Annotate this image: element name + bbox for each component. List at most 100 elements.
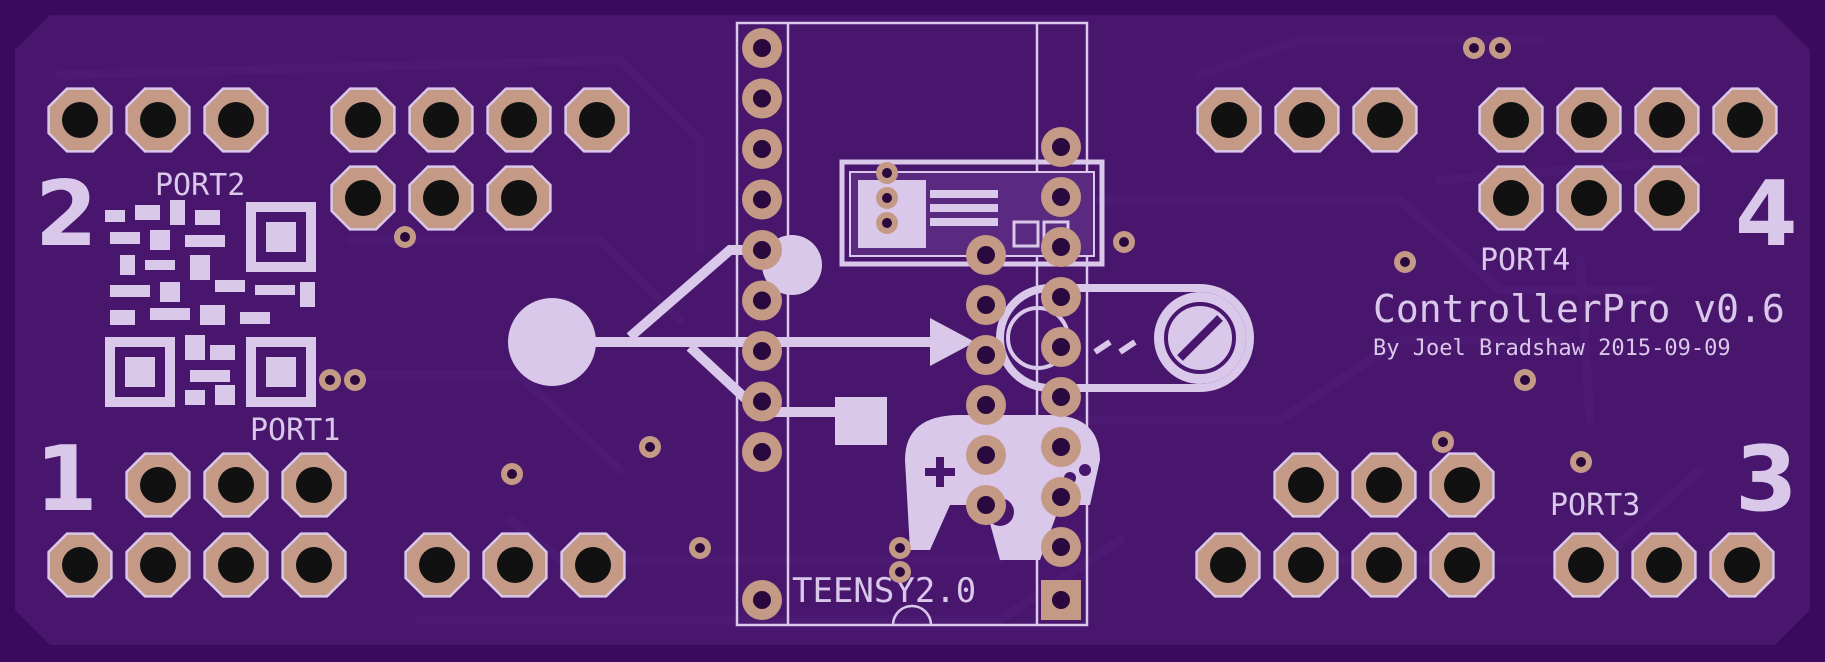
- connector-pad: [1553, 532, 1619, 598]
- connector-pad: [486, 165, 552, 231]
- connector-pad: [1351, 452, 1417, 518]
- port1-label: PORT1: [250, 413, 340, 448]
- connector-pad: [408, 165, 474, 231]
- teensy-pin-pad: [742, 179, 782, 220]
- vias: [319, 37, 1592, 583]
- connector-pad: [1478, 87, 1544, 153]
- via: [1113, 231, 1135, 253]
- connector-pad: [1478, 165, 1544, 231]
- via: [394, 226, 416, 248]
- teensy-pin-pad: [742, 28, 782, 68]
- teensy-pin-pad: [1041, 377, 1081, 417]
- teensy-pin-pad-square: [1041, 580, 1081, 620]
- teensy-pin-pad: [1041, 277, 1081, 317]
- via: [501, 463, 523, 485]
- teensy-label: TEENSY2.0: [792, 571, 976, 611]
- teensy-pin-pad: [966, 385, 1006, 425]
- port4-label: PORT4: [1480, 243, 1570, 278]
- via: [344, 369, 366, 391]
- connector-pad: [125, 87, 191, 153]
- port2-label: PORT2: [155, 168, 245, 203]
- connector-pad: [1556, 87, 1622, 153]
- connector-pad: [560, 532, 626, 598]
- via: [1570, 451, 1592, 473]
- teensy-pin-pad: [1041, 527, 1081, 567]
- connector-pad: [1634, 87, 1700, 153]
- teensy-pin-pad: [742, 78, 782, 119]
- connector-pad: [281, 532, 347, 598]
- connector-pad: [1196, 87, 1262, 153]
- port4-number: 4: [1735, 162, 1798, 267]
- connector-pad: [1195, 532, 1261, 598]
- connector-pad: [482, 532, 548, 598]
- connector-pad: [408, 87, 474, 153]
- connector-pad: [1709, 532, 1775, 598]
- via: [319, 369, 341, 391]
- port1-number: 1: [35, 427, 98, 532]
- connector-pad: [1429, 532, 1495, 598]
- teensy-pin-pad: [966, 335, 1006, 375]
- connector-pad: [1273, 532, 1339, 598]
- teensy-pin-pad: [966, 235, 1006, 275]
- via: [876, 162, 898, 184]
- teensy-pin-pad: [1041, 127, 1081, 167]
- via: [1394, 251, 1416, 273]
- connector-pad: [47, 532, 113, 598]
- connector-pad: [125, 452, 191, 518]
- connector-pad: [1351, 532, 1417, 598]
- connector-pad: [1556, 165, 1622, 231]
- through-hole-pads: [47, 28, 1778, 620]
- connector-pad: [486, 87, 552, 153]
- connector-pad: [564, 87, 630, 153]
- connector-pad: [203, 532, 269, 598]
- connector-pad: [1273, 452, 1339, 518]
- teensy-pin-pad: [1041, 327, 1081, 367]
- via: [889, 537, 911, 559]
- teensy-pin-pad: [1041, 177, 1081, 217]
- connector-pad: [1631, 532, 1697, 598]
- connector-pad: [330, 87, 396, 153]
- teensy-pin-pad: [1041, 477, 1081, 517]
- via: [689, 537, 711, 559]
- via: [1463, 37, 1485, 59]
- teensy-pin-pad: [742, 129, 782, 169]
- connector-pad: [330, 165, 396, 231]
- connector-pad: [203, 87, 269, 153]
- teensy-pin-pad: [742, 230, 782, 270]
- teensy-pin-pad: [742, 381, 782, 422]
- connector-pad: [404, 532, 470, 598]
- copper-traces: [55, 35, 1705, 625]
- connector-pad: [203, 452, 269, 518]
- via: [876, 187, 898, 209]
- teensy-pin-pad: [742, 280, 782, 321]
- via: [639, 436, 661, 458]
- teensy-pin-pad: [1041, 427, 1081, 467]
- teensy-pin-pad: [966, 435, 1006, 475]
- connector-pad: [1429, 452, 1495, 518]
- connector-pad: [47, 87, 113, 153]
- connector-pad: [1352, 87, 1418, 153]
- via: [1489, 37, 1511, 59]
- teensy-pin-pad: [742, 331, 782, 371]
- teensy-pin-pad: [966, 485, 1006, 525]
- author-line: By Joel Bradshaw 2015-09-09: [1373, 336, 1731, 361]
- via: [1514, 369, 1536, 391]
- qr-code: [105, 200, 316, 407]
- port3-number: 3: [1735, 427, 1798, 532]
- teensy-pin-pad: [1041, 227, 1081, 267]
- connector-pad: [281, 452, 347, 518]
- board-title: ControllerPro v0.6: [1373, 287, 1785, 331]
- connector-pad: [1274, 87, 1340, 153]
- port3-label: PORT3: [1550, 488, 1640, 523]
- teensy-pin-pad: [742, 432, 782, 472]
- port2-number: 2: [35, 162, 98, 267]
- via: [876, 212, 898, 234]
- connector-pad: [125, 532, 191, 598]
- connector-pad: [1634, 165, 1700, 231]
- teensy-pin-pad: [966, 285, 1006, 325]
- connector-pad: [1712, 87, 1778, 153]
- via: [889, 561, 911, 583]
- teensy-pin-pad: [742, 580, 782, 620]
- via: [1432, 431, 1454, 453]
